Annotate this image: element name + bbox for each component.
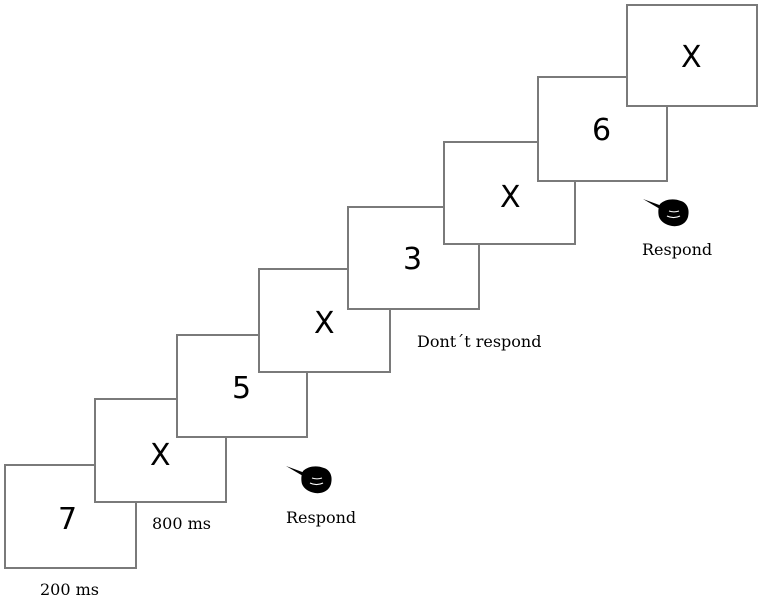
- interval-duration-label: 800 ms: [152, 514, 212, 533]
- respond-label-2: Respond: [642, 240, 713, 259]
- stimulus-symbol-6: X: [500, 180, 521, 215]
- respond-label-1: Respond: [286, 508, 357, 527]
- stimulus-symbol-4: X: [314, 306, 335, 341]
- stimulus-duration-label: 200 ms: [40, 580, 100, 599]
- stimulus-symbol-8: X: [681, 40, 702, 75]
- pointing-hand-icon: [643, 199, 689, 227]
- stimulus-symbol-3: 5: [232, 371, 252, 406]
- stimulus-symbol-5: 3: [403, 242, 423, 277]
- stimulus-symbol-7: 6: [592, 113, 612, 148]
- stimulus-frame-8: [626, 4, 758, 107]
- stimulus-symbol-1: 7: [58, 502, 78, 537]
- dont-respond-label: Dont´t respond: [417, 332, 542, 351]
- stimulus-symbol-2: X: [150, 438, 171, 473]
- pointing-hand-icon: [286, 466, 332, 494]
